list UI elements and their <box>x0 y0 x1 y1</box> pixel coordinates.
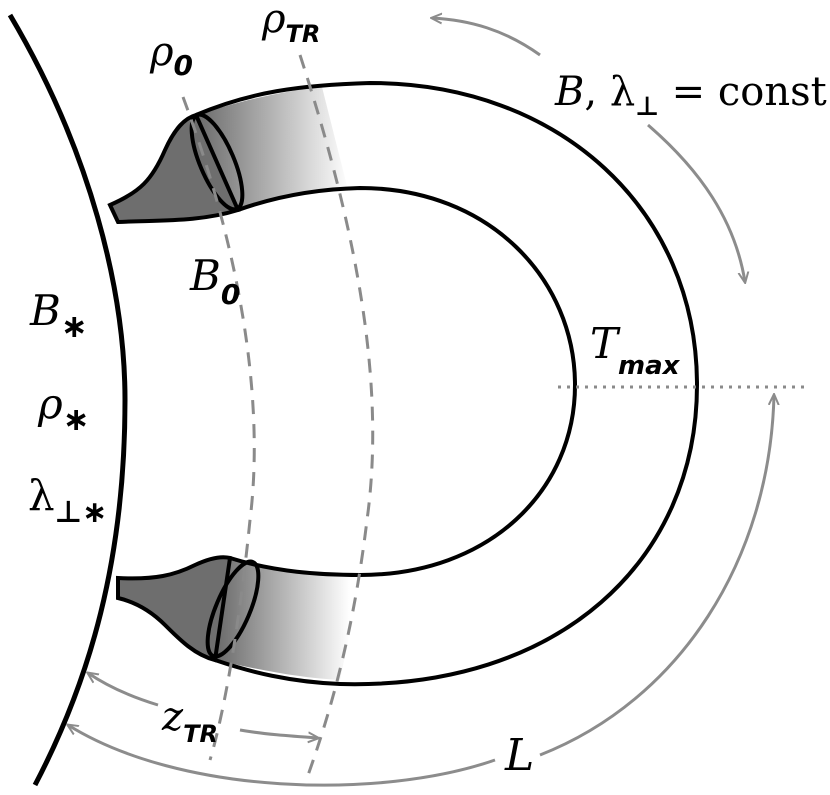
zTR-label: zTR <box>161 694 218 748</box>
Bstar-label: B∗ <box>29 286 88 345</box>
tmax-label: Tmax <box>590 319 681 381</box>
rho0-dashed-surface <box>181 96 256 761</box>
upper-leg-shading <box>195 87 348 210</box>
L-arrow-right <box>539 395 774 757</box>
L-arrow-left <box>68 725 496 787</box>
lambdastar-label: λ⊥∗ <box>28 471 107 530</box>
L-label: L <box>504 730 534 781</box>
lower-footpoint-flare <box>116 555 233 663</box>
upper-cross-section <box>189 112 245 212</box>
rhoTR-dashed-surface <box>298 54 375 779</box>
lower-leg-shading <box>215 560 362 680</box>
rhostar-label: ρ∗ <box>37 379 90 438</box>
upper-footpoint-flare <box>107 112 241 225</box>
constant-arrow-top <box>432 18 541 57</box>
loop-outer-boundary <box>195 80 700 687</box>
rho0-label: ρ0 <box>149 29 193 82</box>
loop-inner-boundary <box>229 185 578 578</box>
zTR-arrow-right <box>239 728 318 738</box>
stellar-surface <box>7 13 128 787</box>
rhoTR-label: ρTR <box>261 0 320 48</box>
lower-cross-section <box>205 559 261 659</box>
constant-label: B, λ⊥ = const. <box>554 69 830 122</box>
constant-arrow-right <box>647 123 745 282</box>
B0-label: B0 <box>189 251 240 311</box>
zTR-arrow-left <box>88 673 159 707</box>
